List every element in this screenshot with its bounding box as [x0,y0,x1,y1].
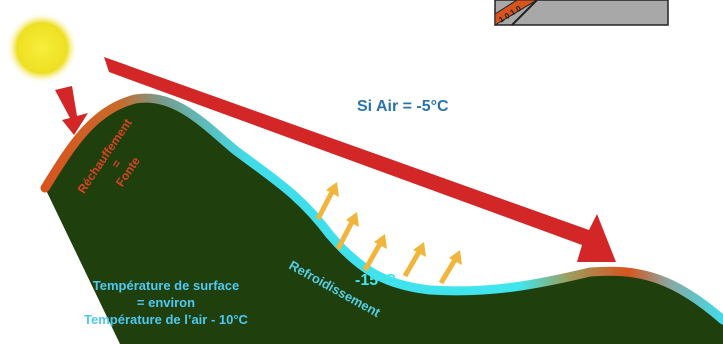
snow-surface [40,93,723,325]
caption-line3: Température de l’air - 10°C [84,312,249,327]
heat-loss-arrow-icon [449,250,462,265]
sun-icon [6,12,78,84]
heat-loss-arrow-icon [362,240,384,272]
radiation-arrow-icon [55,86,88,135]
heat-loss-arrow-icon [335,218,356,251]
caption-line1: Température de surface [93,278,239,293]
surface-temperature-caption: Température de surface = environ Tempéra… [84,278,249,327]
heat-loss-arrow-icon [413,242,426,257]
heat-loss-arrow-icon [438,256,459,285]
surface-temperature-label: -15°C [355,272,397,289]
heat-loss-arrow-icon [326,182,339,197]
radiation-arrow-icon [104,57,616,262]
heat-loss-arrow-icon [402,248,423,278]
heat-loss-arrows [315,182,462,285]
heat-loss-arrow-icon [374,234,387,249]
heat-loss-arrow-icon [346,212,359,227]
heat-loss-arrow-icon [315,188,336,221]
air-temperature-label: Si Air = -5°C [357,98,449,115]
caption-line2: = environ [137,295,195,310]
inset-diagram: 1 0 1 0 [494,0,669,26]
